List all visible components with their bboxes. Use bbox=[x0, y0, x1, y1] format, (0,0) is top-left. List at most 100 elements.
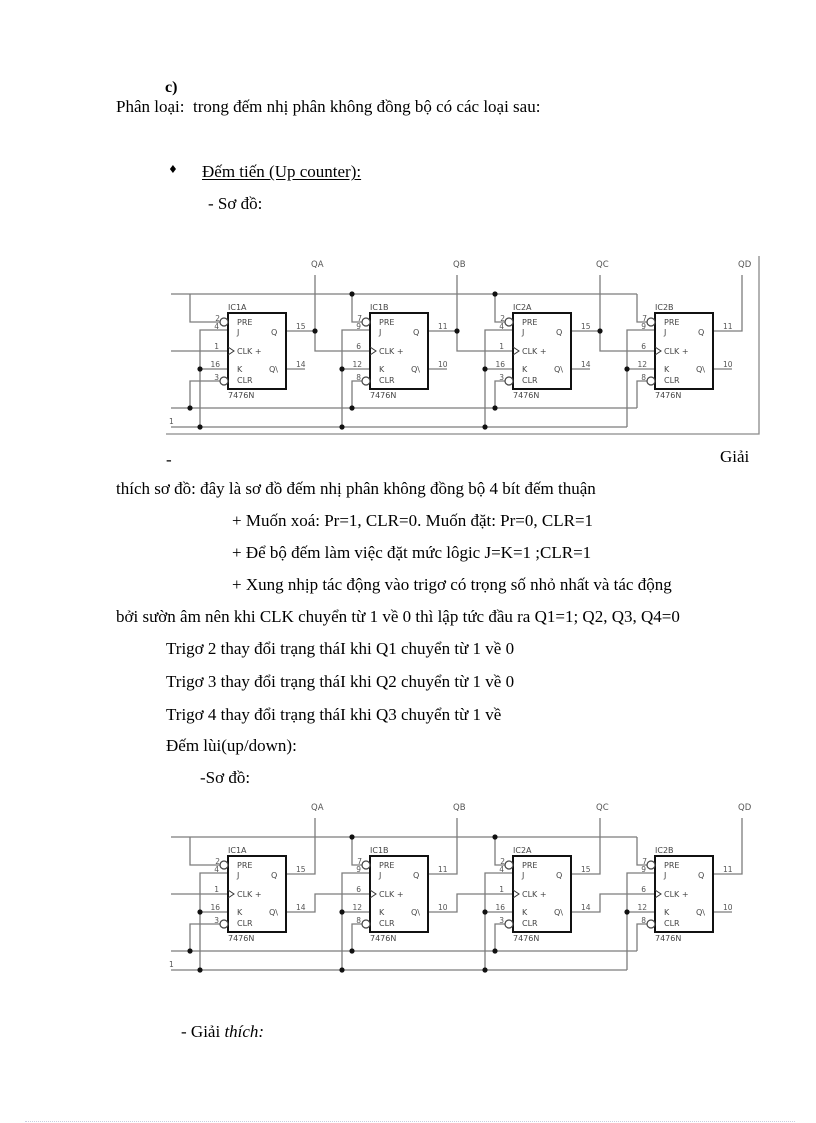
junction-dot bbox=[454, 328, 460, 334]
junction-dot bbox=[482, 909, 488, 915]
pin-name-k: K bbox=[522, 365, 528, 374]
pin-number: 6 bbox=[356, 885, 361, 894]
chip-reference: IC1B bbox=[370, 846, 389, 855]
explanation-point: + Xung nhịp tác động vào trigơ có trọng … bbox=[232, 575, 672, 594]
pin-number: 7 bbox=[642, 314, 647, 323]
page-break-rule bbox=[25, 1121, 795, 1122]
pin-number: 10 bbox=[723, 360, 733, 369]
pin-number: 2 bbox=[215, 857, 220, 866]
pin-name-clr: CLR bbox=[522, 376, 538, 385]
clock-chain-wire bbox=[314, 275, 370, 352]
inversion-bubble-icon bbox=[219, 317, 229, 327]
pin-number: 11 bbox=[723, 865, 733, 874]
pin-name-pre: PRE bbox=[379, 318, 394, 327]
preset-wire bbox=[636, 294, 647, 323]
junction-dot bbox=[339, 366, 345, 372]
down-counter-explanation-label: - Giải thích: bbox=[181, 1022, 264, 1042]
q-output-wire bbox=[428, 818, 458, 875]
pin-name-pre: PRE bbox=[237, 861, 252, 870]
pin-name-qn: Q\ bbox=[411, 365, 420, 374]
pin-number: 2 bbox=[500, 857, 505, 866]
pin-number: 1 bbox=[499, 885, 504, 894]
pin-number: 12 bbox=[352, 903, 362, 912]
jk-input-label: 1 bbox=[169, 960, 174, 969]
chip-reference: IC2A bbox=[513, 303, 532, 312]
pin-number: 1 bbox=[214, 342, 219, 351]
explanation-label-italic: thích: bbox=[224, 1022, 265, 1041]
flip-flop-chip bbox=[227, 312, 287, 390]
j-wire bbox=[626, 329, 655, 427]
clock-chain-wire bbox=[599, 275, 655, 352]
inversion-bubble-icon bbox=[219, 860, 229, 870]
pin-name-q: Q bbox=[556, 871, 562, 880]
pin-number: 7 bbox=[642, 857, 647, 866]
j-wire bbox=[626, 872, 655, 970]
chip-reference: IC2B bbox=[655, 846, 674, 855]
pin-name-clk: CLK + bbox=[379, 347, 404, 356]
inversion-bubble-icon bbox=[504, 317, 514, 327]
pin-name-qn: Q\ bbox=[554, 365, 563, 374]
pin-name-k: K bbox=[522, 908, 528, 917]
jk-input-label: 1 bbox=[169, 417, 174, 426]
pin-name-clr: CLR bbox=[522, 919, 538, 928]
pin-number: 3 bbox=[214, 373, 219, 382]
output-probe-label: QB bbox=[453, 260, 466, 270]
pin-name-pre: PRE bbox=[237, 318, 252, 327]
explanation-lead-word: Giải bbox=[720, 447, 750, 466]
chip-reference: IC2A bbox=[513, 846, 532, 855]
trigger-line: Trigơ 3 thay đổi trạng tháI khi Q2 chuyể… bbox=[166, 672, 515, 691]
explanation-continuation: bởi sườn âm nên khi CLK chuyển từ 1 về 0… bbox=[116, 607, 680, 626]
pin-name-j: J bbox=[663, 871, 666, 880]
pin-name-q: Q bbox=[413, 871, 419, 880]
pin-name-k: K bbox=[664, 908, 670, 917]
pin-number: 16 bbox=[210, 360, 220, 369]
junction-dot bbox=[197, 909, 203, 915]
pin-name-k: K bbox=[664, 365, 670, 374]
pin-number: 6 bbox=[356, 342, 361, 351]
pin-name-pre: PRE bbox=[664, 318, 679, 327]
inversion-bubble-icon bbox=[219, 919, 229, 929]
clock-edge-icon bbox=[227, 889, 235, 899]
q-output-wire bbox=[286, 818, 316, 875]
inversion-bubble-icon bbox=[361, 860, 371, 870]
pin-name-qn: Q\ bbox=[411, 908, 420, 917]
pin-name-clk: CLK + bbox=[522, 347, 547, 356]
inversion-bubble-icon bbox=[646, 860, 656, 870]
pin-number: 15 bbox=[581, 322, 591, 331]
j-wire bbox=[341, 329, 370, 427]
preset-wire bbox=[189, 294, 220, 323]
pin-name-clk: CLK + bbox=[237, 890, 262, 899]
pin-name-j: J bbox=[236, 871, 239, 880]
junction-dot bbox=[339, 967, 345, 973]
chip-part-number: 7476N bbox=[370, 934, 396, 943]
pin-number: 10 bbox=[438, 903, 448, 912]
chip-part-number: 7476N bbox=[655, 934, 681, 943]
trigger-line: Trigơ 2 thay đổi trạng tháI khi Q1 chuyể… bbox=[166, 639, 515, 658]
pin-name-clk: CLK + bbox=[379, 890, 404, 899]
pin-name-q: Q bbox=[271, 328, 277, 337]
explanation-point: + Để bộ đếm làm việc đặt mức lôgic J=K=1… bbox=[232, 543, 592, 562]
flip-flop-chip bbox=[512, 855, 572, 933]
pin-number: 12 bbox=[637, 360, 647, 369]
pin-number: 16 bbox=[495, 903, 505, 912]
junction-dot bbox=[349, 291, 355, 297]
clock-edge-icon bbox=[227, 346, 235, 356]
pin-name-clr: CLR bbox=[237, 376, 253, 385]
chip-reference: IC1A bbox=[228, 846, 247, 855]
pin-name-q: Q bbox=[413, 328, 419, 337]
q-output-wire bbox=[571, 818, 601, 875]
pin-number: 6 bbox=[641, 342, 646, 351]
junction-dot bbox=[624, 909, 630, 915]
pin-name-qn: Q\ bbox=[269, 908, 278, 917]
inversion-bubble-icon bbox=[361, 376, 371, 386]
chip-part-number: 7476N bbox=[655, 391, 681, 400]
pin-name-pre: PRE bbox=[522, 861, 537, 870]
explanation-label-plain: - Giải bbox=[181, 1022, 225, 1041]
explanation-dash: - bbox=[166, 450, 172, 469]
pin-name-j: J bbox=[378, 871, 381, 880]
output-probe-label: QC bbox=[596, 260, 609, 270]
section-marker: c) bbox=[165, 79, 178, 96]
